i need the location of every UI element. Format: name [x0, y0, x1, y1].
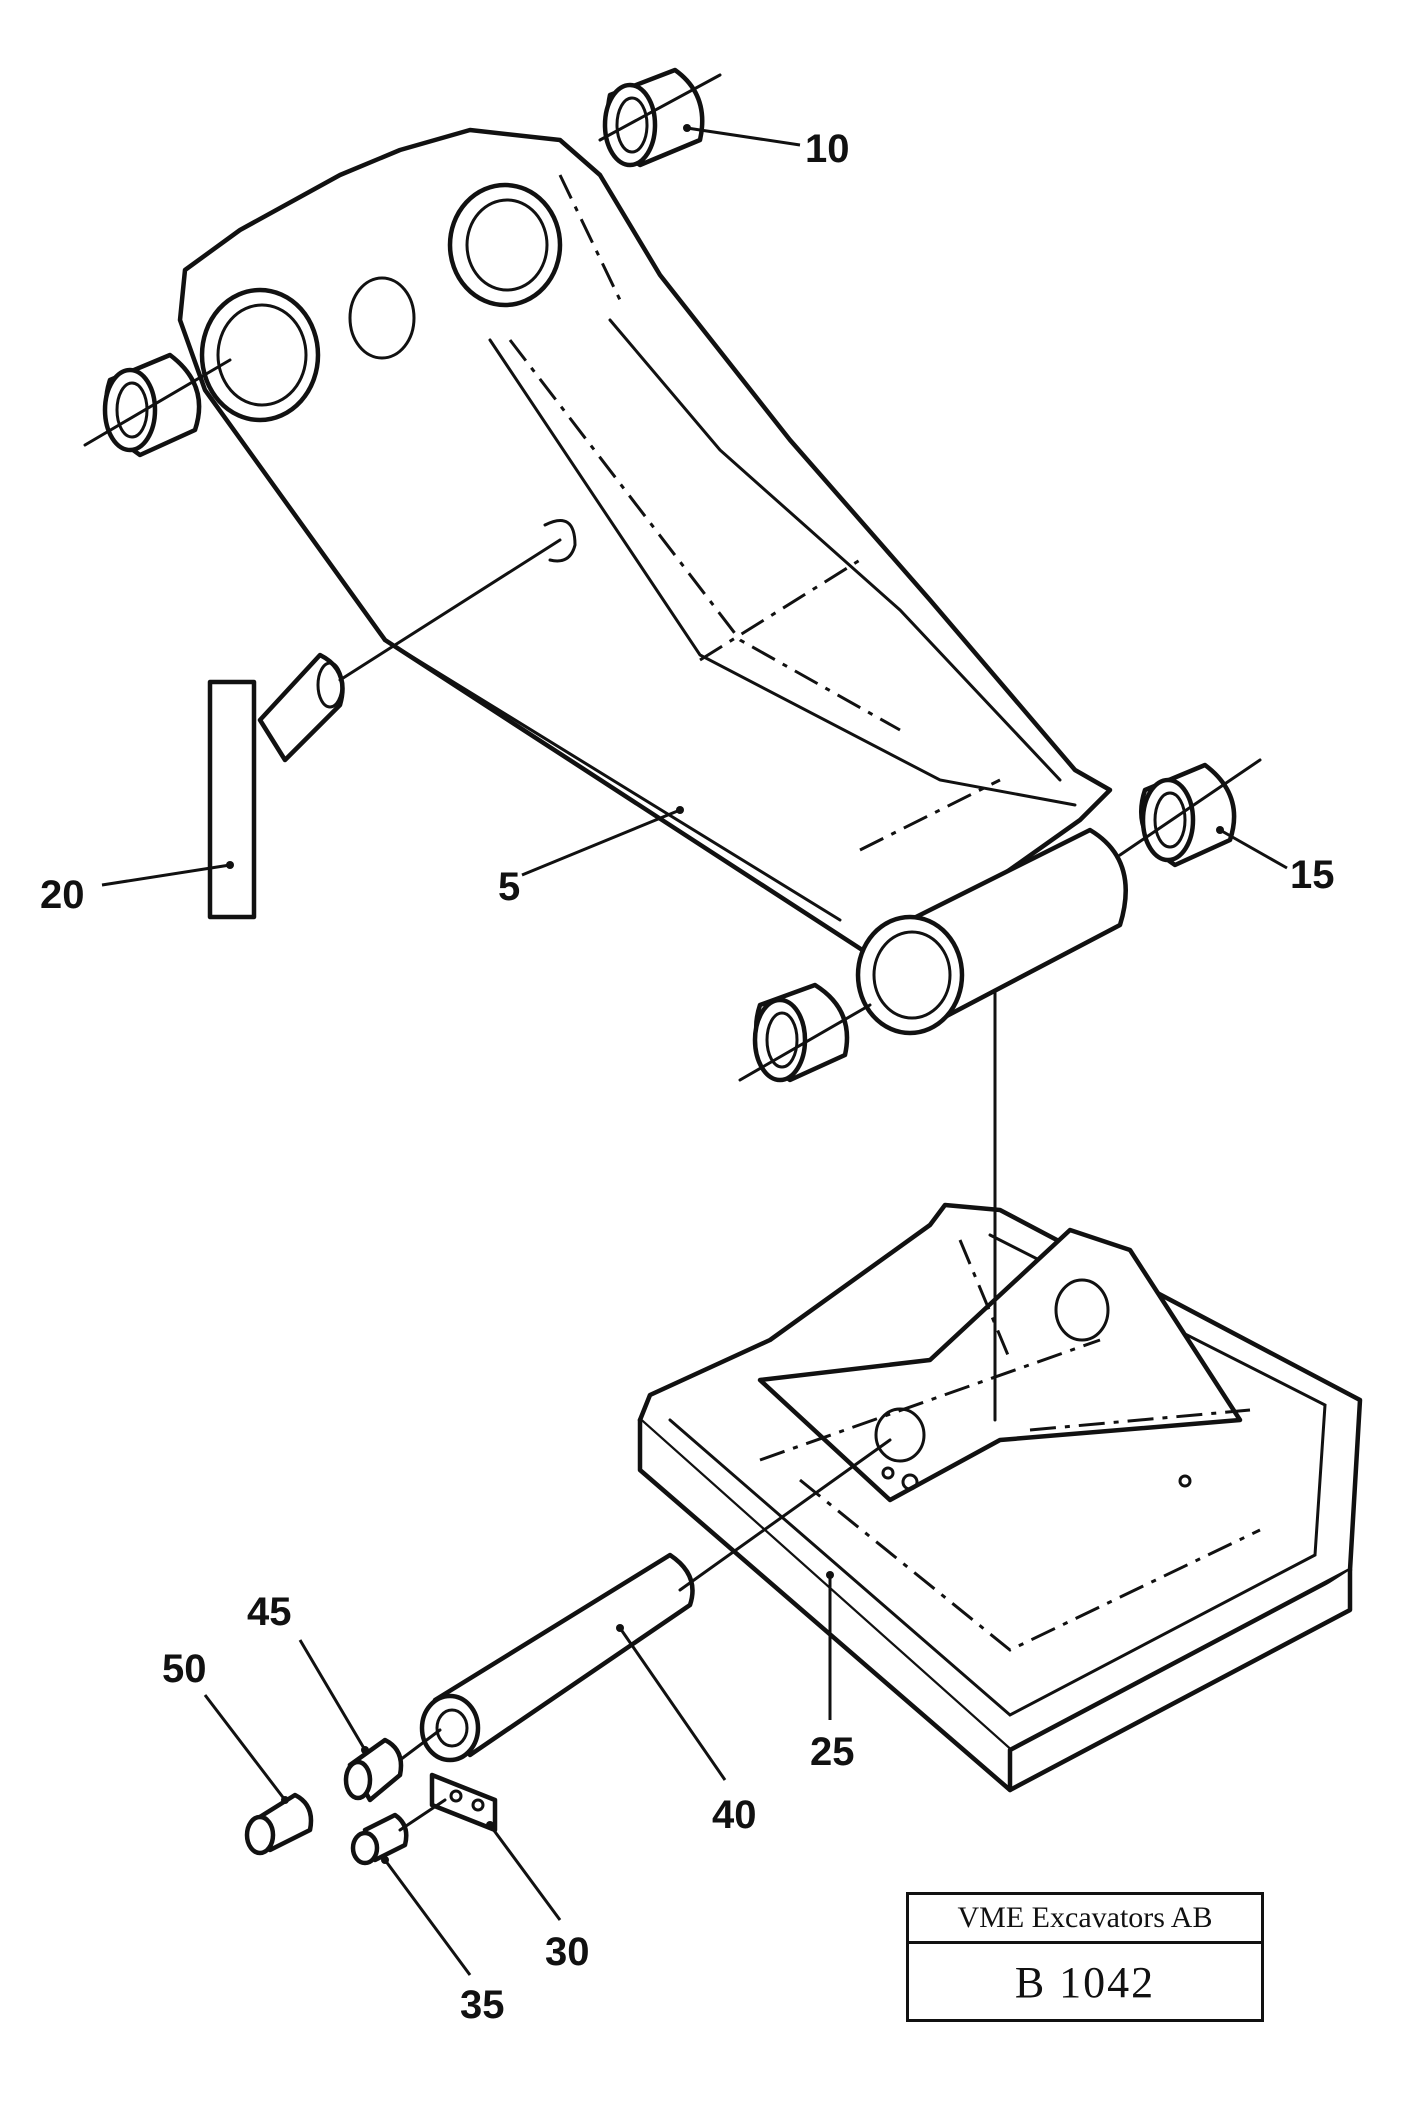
bushing-part-15 — [1118, 758, 1262, 868]
callout-50: 50 — [162, 1647, 207, 1691]
callout-20: 20 — [40, 873, 85, 917]
callout-40: 40 — [712, 1793, 757, 1837]
link-arm-part-5 — [177, 127, 1128, 1036]
bushing-part-10 — [598, 67, 722, 168]
bolt-part-35 — [350, 1798, 447, 1866]
callout-5: 5 — [498, 865, 520, 909]
grease-nipple-part-50 — [244, 1792, 314, 1856]
callout-30: 30 — [545, 1930, 590, 1974]
pin-part-40 — [419, 1438, 892, 1763]
bushing-lower — [738, 982, 872, 1083]
callout-25: 25 — [810, 1730, 855, 1774]
callout-10: 10 — [805, 127, 850, 171]
base-bracket-part-25 — [637, 988, 1363, 1793]
adapter-part-45 — [343, 1728, 442, 1803]
callout-35: 35 — [460, 1983, 505, 2027]
bushing-left — [83, 352, 232, 458]
callout-15: 15 — [1290, 853, 1335, 897]
company-name: VME Excavators AB — [909, 1895, 1261, 1944]
pin-with-plate-part-20 — [207, 538, 562, 920]
callout-45: 45 — [247, 1590, 292, 1634]
title-block: VME Excavators AB B 1042 — [906, 1892, 1264, 2022]
drawing-code: B 1042 — [1014, 1958, 1156, 2007]
leader-lines — [101, 124, 1288, 1976]
